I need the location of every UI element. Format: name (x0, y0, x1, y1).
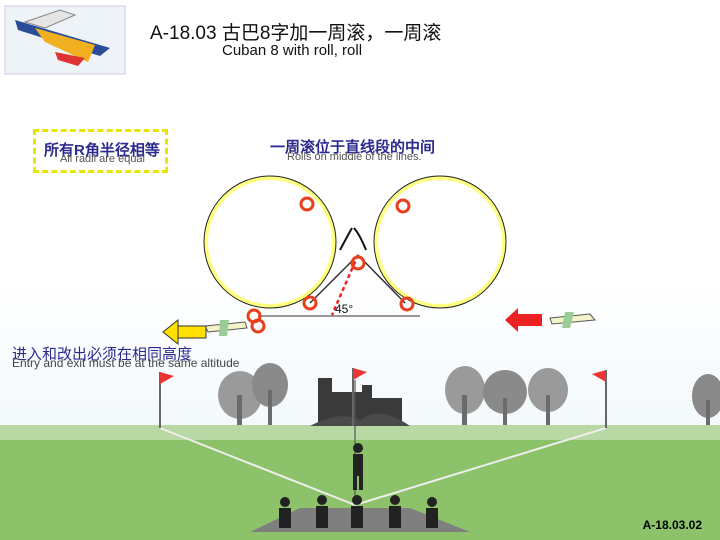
flag-left-icon (159, 372, 174, 428)
entry-exit-note-en: Entry and exit must be at the same altit… (12, 356, 240, 370)
page-title: A-18.03 古巴8字加一周滚，一周滚 (150, 23, 442, 44)
entry-exit-note-cn: 进入和改出必须在相同高度 (12, 346, 193, 363)
pilot-icon (353, 443, 363, 490)
castle-icon (310, 378, 410, 426)
right-loop-outline (373, 175, 507, 309)
aerobatic-plane-logo (4, 5, 126, 75)
down-line-right (309, 254, 359, 304)
flag-right-icon (592, 370, 607, 428)
roll-note-en: Rolls on middle of the lines. (287, 151, 422, 163)
left-loop-outline (203, 175, 337, 309)
figure-code: A-18.03.02 (642, 518, 702, 532)
arrow-up-right-icon (353, 227, 367, 251)
judges-icon (279, 495, 438, 528)
roll-note-cn: 一周滚位于直线段的中间 (270, 139, 436, 156)
down-line-left (357, 254, 406, 304)
right-loop (374, 176, 506, 308)
radius-note-box (33, 129, 168, 173)
exit-arrow-icon (162, 318, 207, 346)
roll-marker-group (246, 196, 415, 334)
flag-center-icon (352, 368, 367, 426)
entry-plane-icon (549, 312, 596, 328)
exit-plane-icon (204, 320, 248, 336)
horizon-band (0, 425, 720, 440)
tree-group (218, 363, 720, 425)
radius-note-en: All radii are equal (60, 153, 145, 165)
arrow-up-left-icon (339, 227, 353, 251)
radius-note-cn: 所有R角半径相等 (44, 142, 160, 159)
page-subtitle: Cuban 8 with roll, roll (222, 42, 363, 59)
left-loop (204, 176, 336, 308)
entry-arrow-icon (505, 308, 542, 332)
angle-label: 45° (335, 302, 354, 316)
